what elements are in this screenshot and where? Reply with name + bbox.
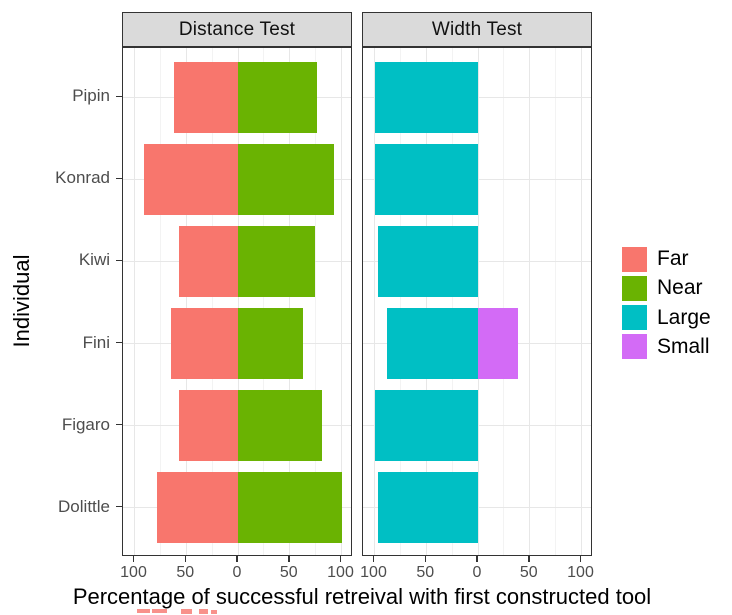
bar-segment-far [143, 143, 238, 215]
x-tick-mark [424, 556, 426, 562]
bar-segment-far [179, 389, 238, 462]
x-tick-label: 100 [327, 564, 354, 581]
legend-label: Large [657, 305, 711, 329]
bar-segment-far [173, 61, 238, 133]
gridline-major [477, 48, 479, 555]
x-tick-label: 50 [279, 564, 298, 581]
x-tick-mark [528, 556, 530, 562]
gridline-minor [211, 48, 213, 555]
gridline-major [425, 48, 427, 555]
gridline-major [341, 48, 342, 555]
y-tick-mark [116, 423, 122, 426]
bar-segment-near [238, 307, 304, 380]
y-tick-label-figaro: Figaro [61, 414, 110, 434]
gridline-minor [555, 48, 557, 555]
gridline-minor [503, 48, 505, 555]
facet-strip-label: Distance Test [178, 18, 296, 40]
bar-segment-far [179, 225, 238, 298]
legend-entry-far: Far [622, 246, 689, 272]
panel-distance-test [122, 47, 352, 556]
gridline-major [289, 48, 291, 555]
x-tick-label: 100 [567, 564, 594, 581]
y-tick-mark [116, 505, 122, 508]
legend-label: Far [657, 247, 689, 270]
legend-entry-large: Large [622, 305, 711, 331]
y-tick-mark [116, 95, 122, 97]
x-tick-mark [579, 556, 582, 562]
bar-segment-large [374, 143, 478, 215]
gridline-major [134, 48, 135, 555]
y-tick-label-pipin: Pipin [72, 86, 110, 106]
facet-strip-label: Width Test [431, 18, 523, 40]
bar-segment-near [238, 225, 315, 298]
x-tick-mark [184, 556, 186, 562]
facet-strip: Distance Test [122, 12, 352, 47]
panel-width-test [362, 47, 592, 556]
clipped-red-artifact [199, 609, 208, 614]
x-tick-label: 50 [416, 564, 435, 581]
bar-segment-large [386, 307, 478, 380]
gridline-major [185, 48, 187, 555]
bar-segment-large [377, 472, 478, 544]
gridline-minor [159, 48, 161, 555]
gridline-major [529, 48, 531, 555]
bar-segment-far [170, 307, 238, 380]
gridline-major [374, 48, 375, 555]
x-tick-mark [132, 556, 135, 562]
gridline-major [237, 48, 239, 555]
y-tick-label-konrad: Konrad [55, 168, 110, 188]
x-tick-mark [339, 556, 342, 562]
clipped-red-artifact [211, 610, 217, 614]
bar-segment-near [238, 143, 335, 215]
gridline-minor [263, 48, 265, 555]
bar-segment-small [478, 307, 519, 380]
gridline-minor [451, 48, 453, 555]
bar-segment-large [374, 61, 478, 133]
gridline-minor [399, 48, 401, 555]
x-tick-label: 0 [232, 564, 242, 581]
x-tick-label: 100 [120, 564, 147, 581]
bar-segment-near [238, 389, 322, 462]
x-tick-mark [236, 556, 238, 562]
y-tick-mark [116, 341, 122, 344]
x-tick-mark [372, 556, 375, 562]
y-tick-mark [116, 177, 122, 180]
legend-entry-small: Small [622, 334, 710, 360]
x-tick-label: 100 [360, 564, 387, 581]
legend-swatch-small [622, 334, 647, 360]
y-axis-title: Individual [9, 254, 34, 348]
bar-segment-far [157, 472, 238, 544]
legend-swatch-far [622, 246, 647, 272]
y-tick-label-kiwi: Kiwi [78, 250, 110, 270]
x-tick-label: 0 [472, 564, 482, 581]
y-tick-label-fini: Fini [82, 332, 110, 352]
legend-label: Near [657, 276, 703, 300]
clipped-red-artifact [152, 609, 167, 613]
legend-swatch-large [622, 305, 647, 331]
clipped-red-artifact [137, 609, 150, 613]
bar-segment-near [238, 61, 317, 133]
legend-label: Small [657, 334, 710, 358]
legend-swatch-near [622, 275, 647, 301]
clipped-red-artifact [181, 609, 192, 614]
x-axis-title: Percentage of successful retreival with … [72, 584, 652, 609]
x-tick-mark [288, 556, 290, 562]
legend-entry-near: Near [622, 275, 703, 301]
x-tick-label: 50 [519, 564, 538, 581]
x-tick-label: 50 [176, 564, 195, 581]
y-tick-mark [116, 259, 122, 262]
gridline-major [581, 48, 582, 555]
bar-segment-large [377, 225, 478, 298]
y-tick-label-dolittle: Dolittle [58, 496, 110, 516]
x-tick-mark [476, 556, 478, 562]
facet-strip: Width Test [362, 12, 592, 47]
bar-segment-large [374, 389, 478, 462]
gridline-minor [315, 48, 317, 555]
bar-segment-near [238, 472, 342, 544]
